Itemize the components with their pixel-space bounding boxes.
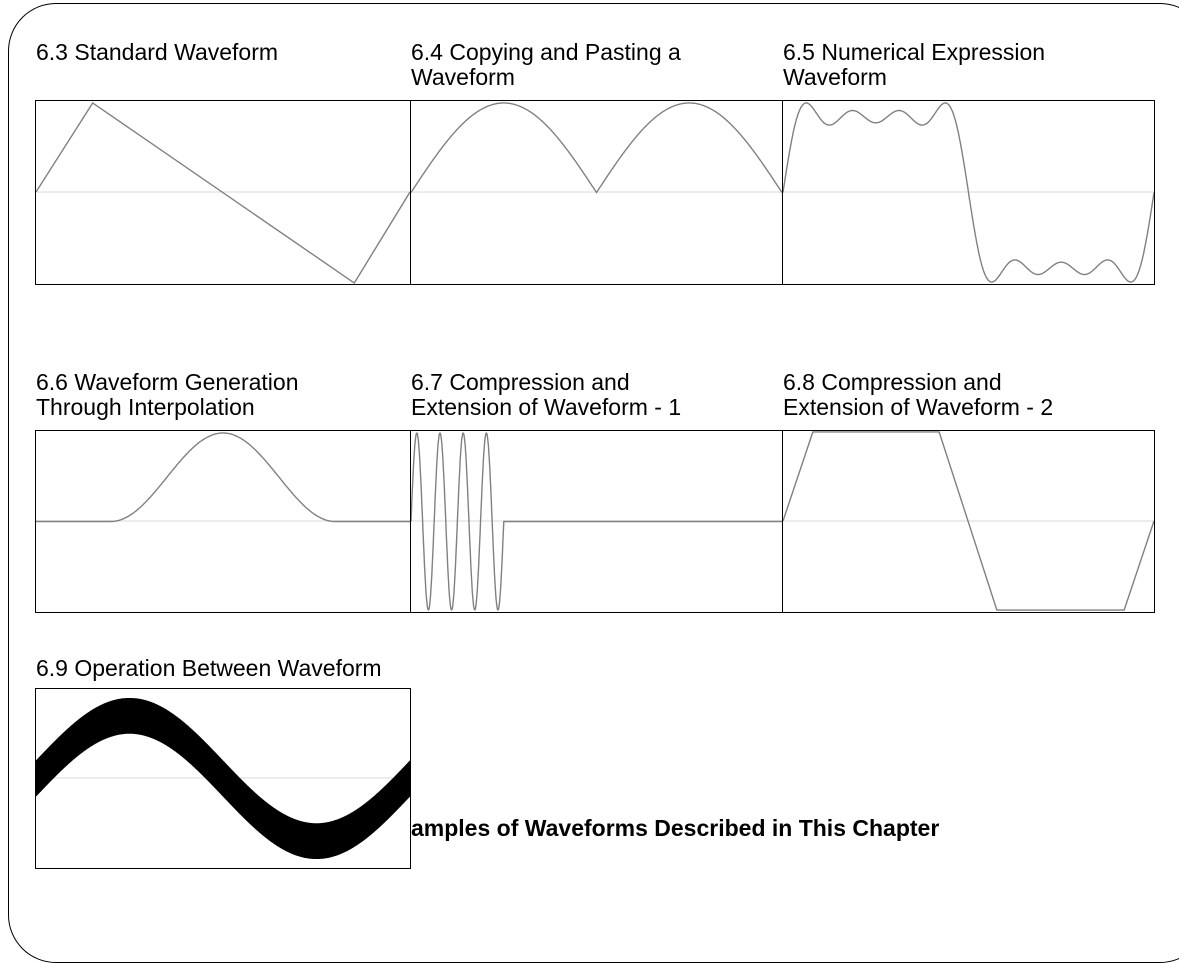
waveform-compression-1 xyxy=(411,432,782,611)
plot-standard xyxy=(35,100,411,285)
waveform-compression-2 xyxy=(783,431,1154,611)
plot-copy-paste xyxy=(410,100,783,285)
title-standard: 6.3 Standard Waveform xyxy=(36,39,279,65)
title-compression-1: 6.7 Compression and Extension of Wavefor… xyxy=(411,369,682,420)
title-compression-2: 6.8 Compression and Extension of Wavefor… xyxy=(783,369,1054,420)
waveform-standard xyxy=(36,101,410,284)
title-copy-paste: 6.4 Copying and Pasting a Waveform xyxy=(411,39,681,90)
title-numerical: 6.5 Numerical Expression Waveform xyxy=(783,39,1046,90)
waveform-copy-paste xyxy=(411,102,782,194)
waveform-interpolation xyxy=(36,432,410,523)
figure-caption: amples of Waveforms Described in This Ch… xyxy=(411,815,940,841)
plot-interpolation xyxy=(35,430,411,613)
plot-compression-2 xyxy=(782,430,1155,613)
waveform-numerical xyxy=(783,102,1154,283)
plot-numerical xyxy=(782,100,1155,285)
title-operation: 6.9 Operation Between Waveform xyxy=(36,655,382,681)
title-interpolation: 6.6 Waveform Generation Through Interpol… xyxy=(36,369,299,420)
plot-compression-1 xyxy=(410,430,783,613)
waveform-operation xyxy=(36,697,410,860)
plot-operation xyxy=(35,688,411,869)
